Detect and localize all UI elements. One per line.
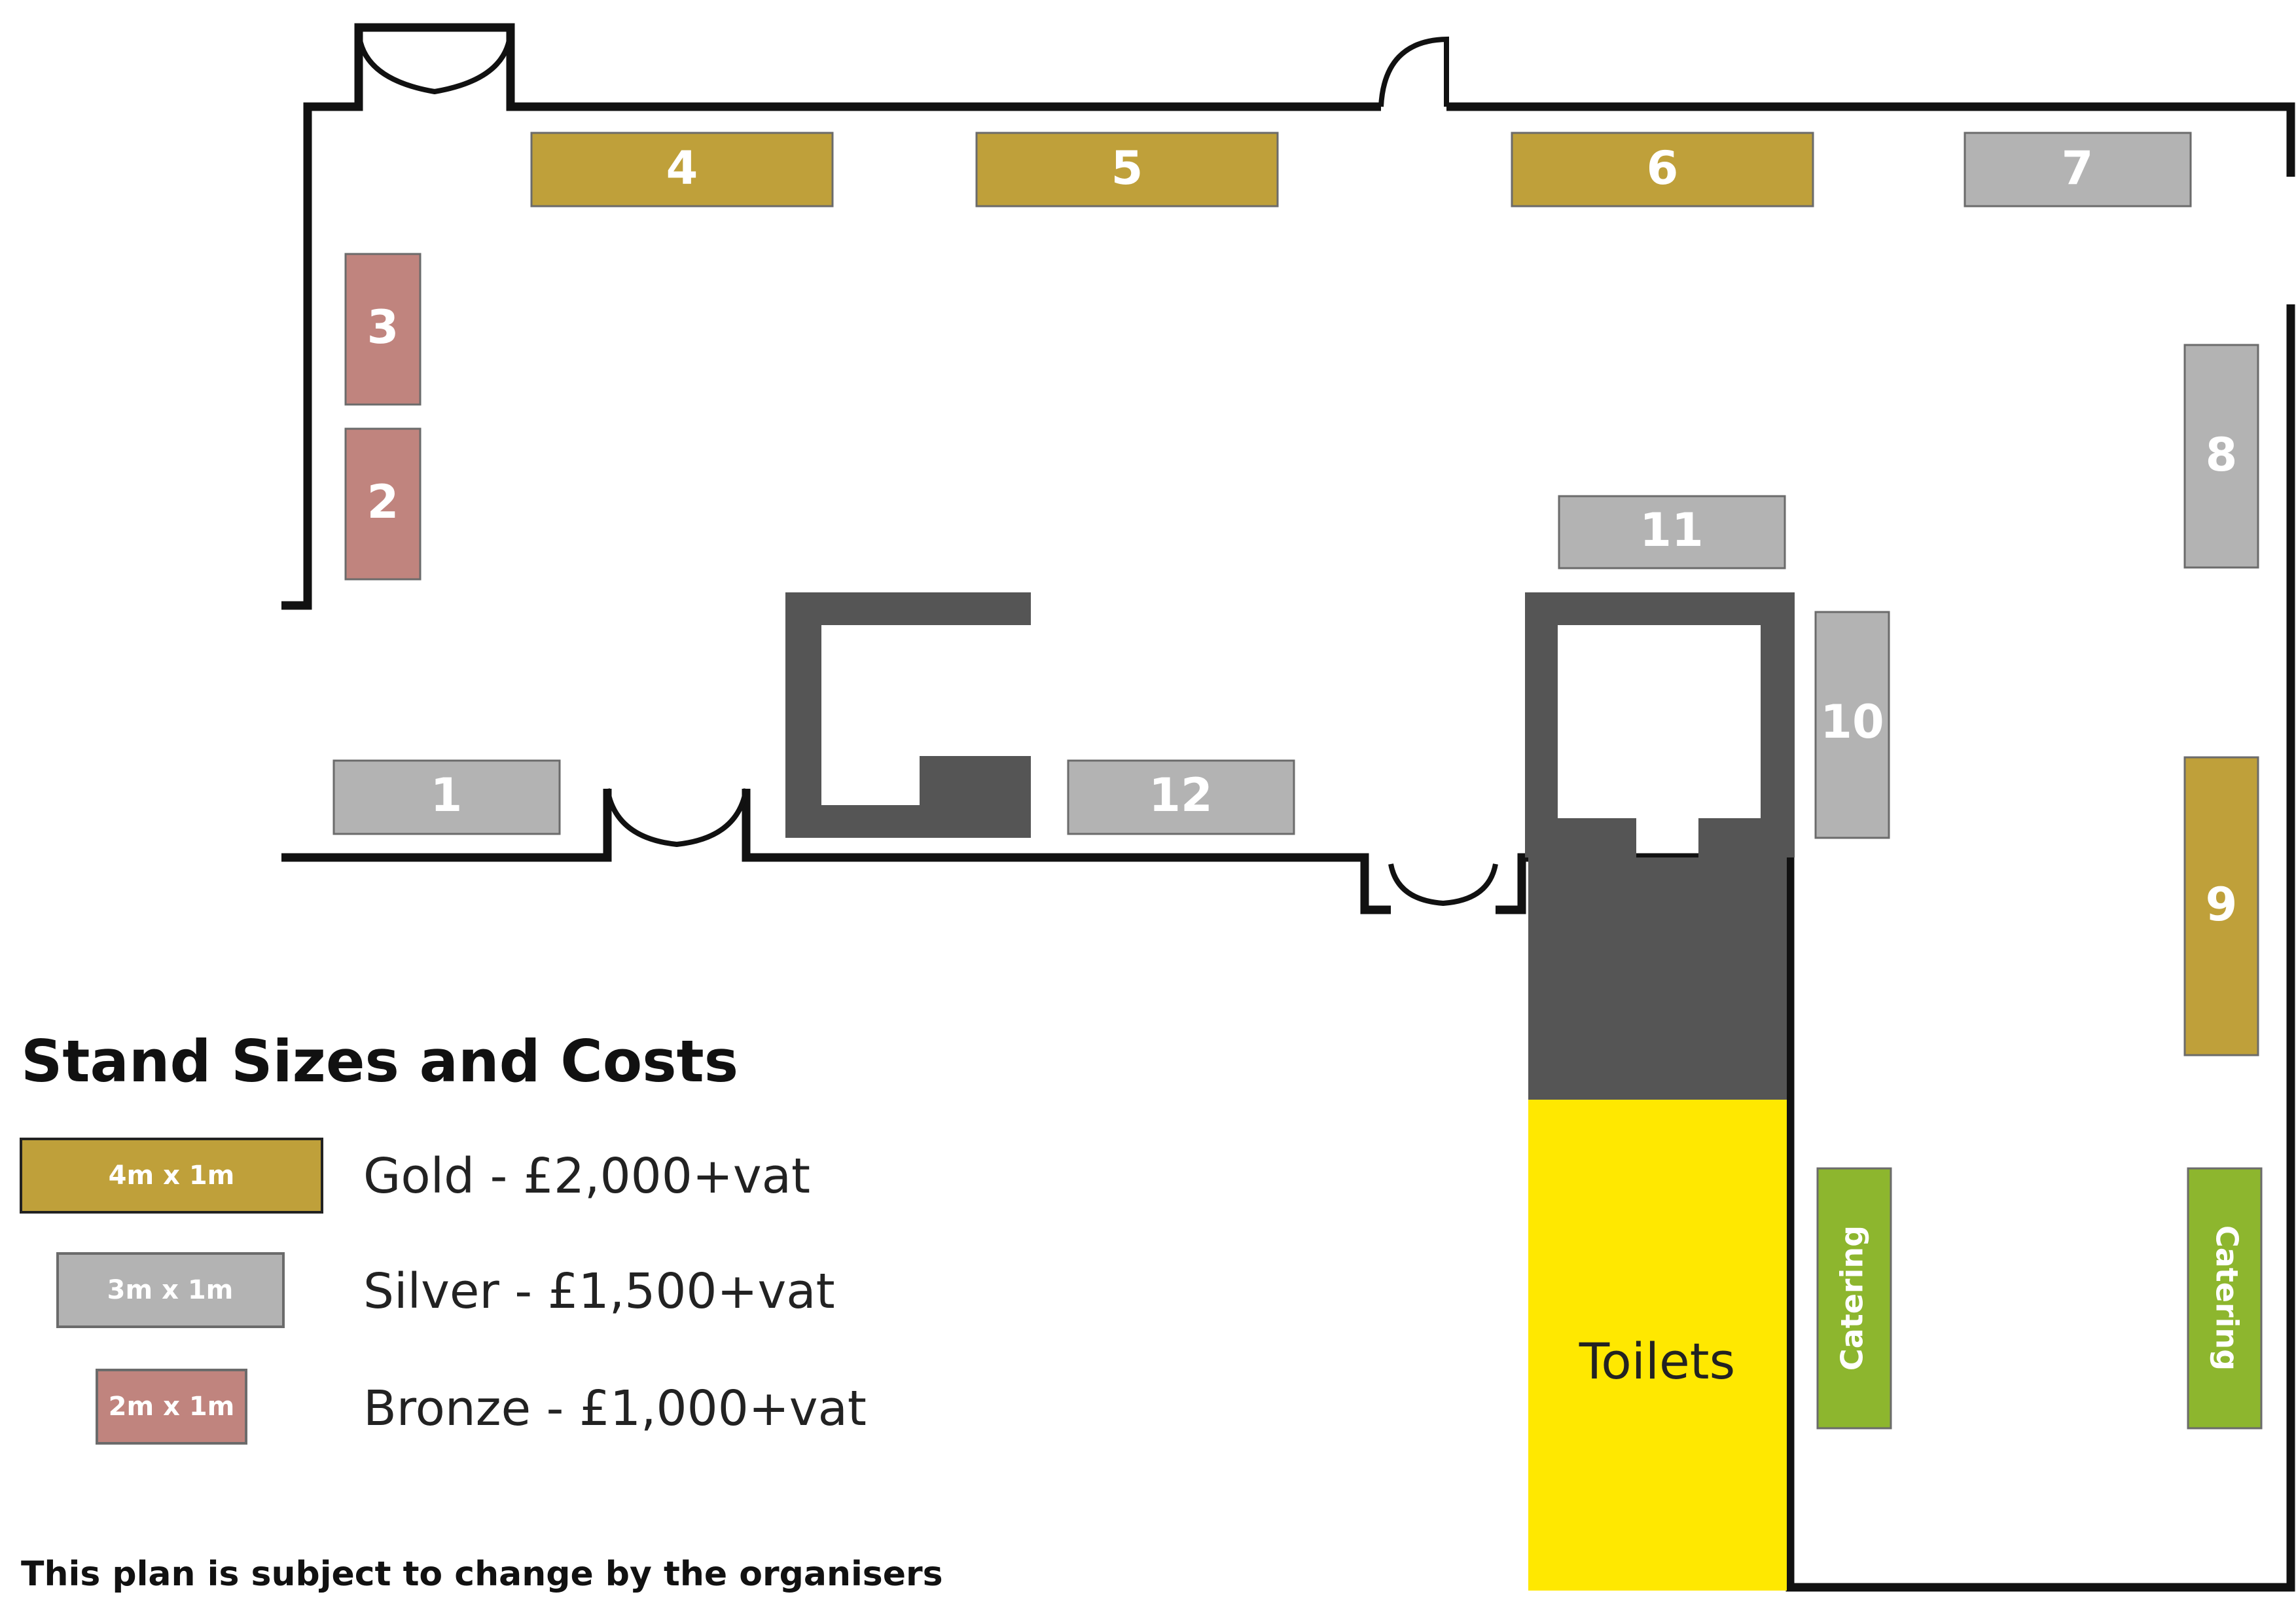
catering-right-label: Catering (2210, 1225, 2245, 1371)
legend-swatch-silver-label: 3m x 1m (107, 1275, 234, 1305)
toilets-block-dark (1528, 857, 1787, 1100)
legend-swatch-bronze (96, 1369, 247, 1445)
stand-2-label: 2 (367, 475, 399, 529)
legend-swatch-bronze-label: 2m x 1m (109, 1392, 235, 1422)
stand-7-box[interactable] (1964, 132, 2192, 207)
disclaimer-note: This plan is subject to change by the or… (21, 1555, 943, 1594)
catering-areas: Catering Catering (1816, 1167, 2263, 1430)
legend-swatch-gold-label: 4m x 1m (109, 1161, 235, 1191)
legend-swatch-gold (20, 1138, 323, 1214)
stand-11-box[interactable] (1558, 495, 1786, 569)
legend-title: Stand Sizes and Costs (21, 1028, 738, 1095)
stand-12-box[interactable] (1067, 759, 1295, 835)
door-corridor-left-icon (605, 788, 749, 848)
stand-8-box[interactable] (2183, 344, 2259, 569)
stand-11-label: 11 (1640, 503, 1703, 557)
stand-4-box[interactable] (530, 132, 834, 207)
stand-5-label: 5 (1111, 141, 1143, 195)
catering-left-label: Catering (1835, 1225, 1870, 1371)
legend: Stand Sizes and Costs 4m x 1m Gold - £2,… (20, 1028, 867, 1445)
stand-7-label: 7 (2062, 141, 2094, 195)
stand-1-box[interactable] (332, 759, 561, 835)
stand-6-box[interactable] (1511, 132, 1814, 207)
stand-8-label: 8 (2206, 428, 2238, 482)
stand-10-box[interactable] (1814, 611, 1890, 839)
column-structure-left (785, 592, 1031, 838)
structures: Toilets (785, 592, 1795, 1591)
legend-gold-text: Gold - £2,000+vat (363, 1148, 810, 1204)
door-corridor-right-icon (1388, 863, 1498, 907)
stand-10-label: 10 (1820, 695, 1884, 749)
walls (281, 23, 2295, 1592)
doors (356, 27, 1498, 907)
stand-9-label: 9 (2206, 878, 2238, 931)
stand-5-box[interactable] (975, 132, 1279, 207)
right-wall (1785, 304, 2295, 1592)
stand-1-label: 1 (431, 768, 463, 822)
legend-bronze-text: Bronze - £1,000+vat (363, 1380, 867, 1437)
toilets-area (1528, 1100, 1787, 1591)
column-structure-right (1525, 592, 1795, 864)
catering-left-box[interactable] (1816, 1167, 1892, 1430)
door-top-left-icon (356, 27, 513, 95)
stands: 4 5 6 7 3 2 8 11 10 1 12 9 (332, 132, 2259, 1056)
legend-silver-text: Silver - £1,500+vat (363, 1263, 835, 1320)
catering-right-box[interactable] (2187, 1167, 2263, 1430)
stand-3-label: 3 (367, 300, 399, 354)
legend-swatch-silver (56, 1252, 285, 1328)
stand-9-box[interactable] (2183, 756, 2259, 1056)
stand-4-label: 4 (666, 141, 698, 195)
door-top-middle-icon (1378, 36, 1449, 107)
stand-6-label: 6 (1647, 141, 1679, 195)
stand-2-box[interactable] (344, 427, 422, 581)
top-wall (281, 23, 2295, 610)
stand-3-box[interactable] (344, 253, 422, 406)
toilets-label: Toilets (1579, 1332, 1735, 1390)
stand-12-label: 12 (1149, 768, 1212, 822)
